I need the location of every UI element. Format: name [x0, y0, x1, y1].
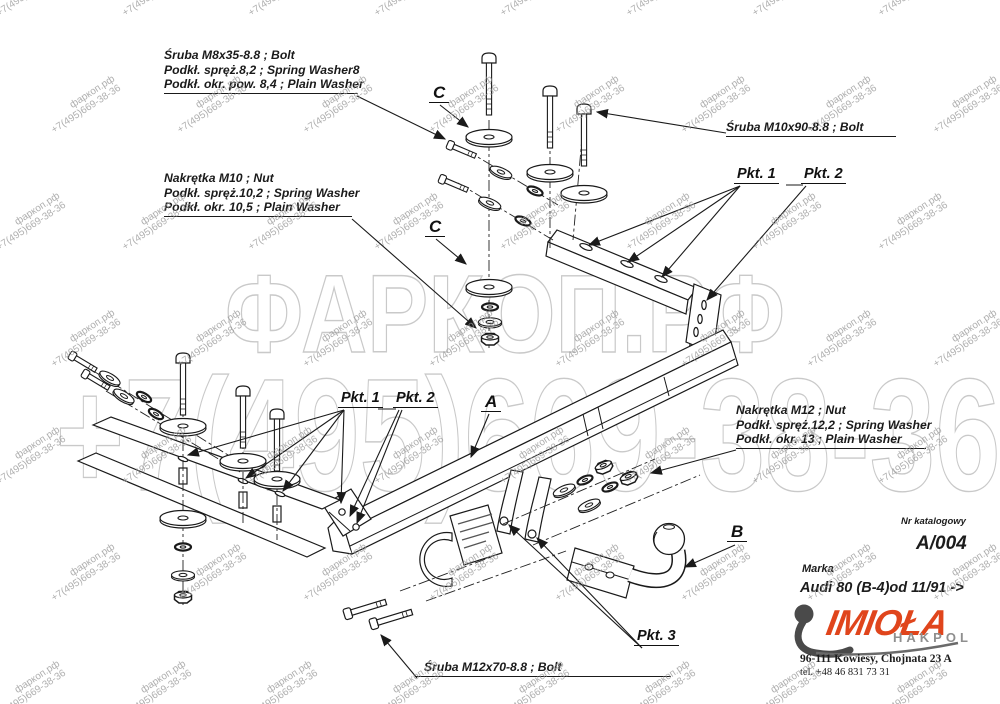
- bolt-m12-2: [368, 606, 415, 631]
- callout-nut-m12: Nakrętka M12 ; Nut Podkł. spręż.12,2 ; S…: [736, 403, 932, 449]
- callout-nut-m10: Nakrętka M10 ; Nut Podkł. spręż.10,2 ; S…: [164, 171, 360, 217]
- bolt-m10-2: [542, 85, 558, 149]
- towbar-hook-icon: [794, 604, 959, 658]
- tow-ball-assembly: [566, 522, 687, 599]
- leader-lines: [186, 95, 807, 679]
- marker-pkt2-top: Pkt. 2: [801, 166, 846, 184]
- ball: [652, 522, 686, 556]
- marker-pkt1-left: Pkt. 1: [338, 390, 383, 408]
- watermark-big: ФАРКОП.РФ +7(495)669-38-36: [55, 252, 1000, 524]
- model-date-range: od 11/91 ->: [889, 580, 964, 596]
- bumper-clip: [419, 531, 453, 588]
- main-crossbar: [322, 329, 739, 555]
- callout-bolt-m10: Śruba M10x90-8.8 ; Bolt: [726, 120, 896, 137]
- bolt-m12-1: [342, 596, 389, 621]
- brand-logo-subtext: HAKPOL: [893, 630, 972, 645]
- catalog-label: Nr katalogowy: [901, 516, 966, 527]
- callout-bolt-m12: Śruba M12x70-8.8 ; Bolt: [415, 660, 671, 677]
- marker-c-lower: C: [425, 218, 446, 237]
- crossmember-rail: [545, 229, 722, 370]
- marker-pkt3: Pkt. 3: [634, 628, 679, 646]
- callout-bolt-m8: Śruba M8x35-8.8 ; Bolt Podkł. spręż.8,2 …: [164, 48, 364, 94]
- marker-b: B: [727, 523, 748, 542]
- type-plate: [449, 504, 503, 566]
- marker-pkt2-left: Pkt. 2: [393, 390, 438, 408]
- manufacturer-phone: tel. +48 46 831 73 31: [800, 667, 890, 678]
- marker-a: A: [481, 393, 502, 412]
- marker-pkt1-top: Pkt. 1: [734, 166, 779, 184]
- marker-c-upper: C: [429, 84, 450, 103]
- model-row: Audi 80 (B-4) od 11/91 ->: [800, 580, 964, 596]
- bolt-m8-2: [437, 173, 470, 195]
- model-name: Audi 80 (B-4): [800, 580, 890, 596]
- catalog-number: A/004: [916, 533, 967, 554]
- ball-mount-straps: [419, 469, 552, 588]
- manufacturer-address: 96-111 Kowiesy, Chojnata 23 A: [800, 653, 952, 665]
- bolt-m10-1: [481, 52, 497, 116]
- brand-label: Marka: [802, 563, 834, 575]
- bolt-m10-3: [576, 103, 592, 167]
